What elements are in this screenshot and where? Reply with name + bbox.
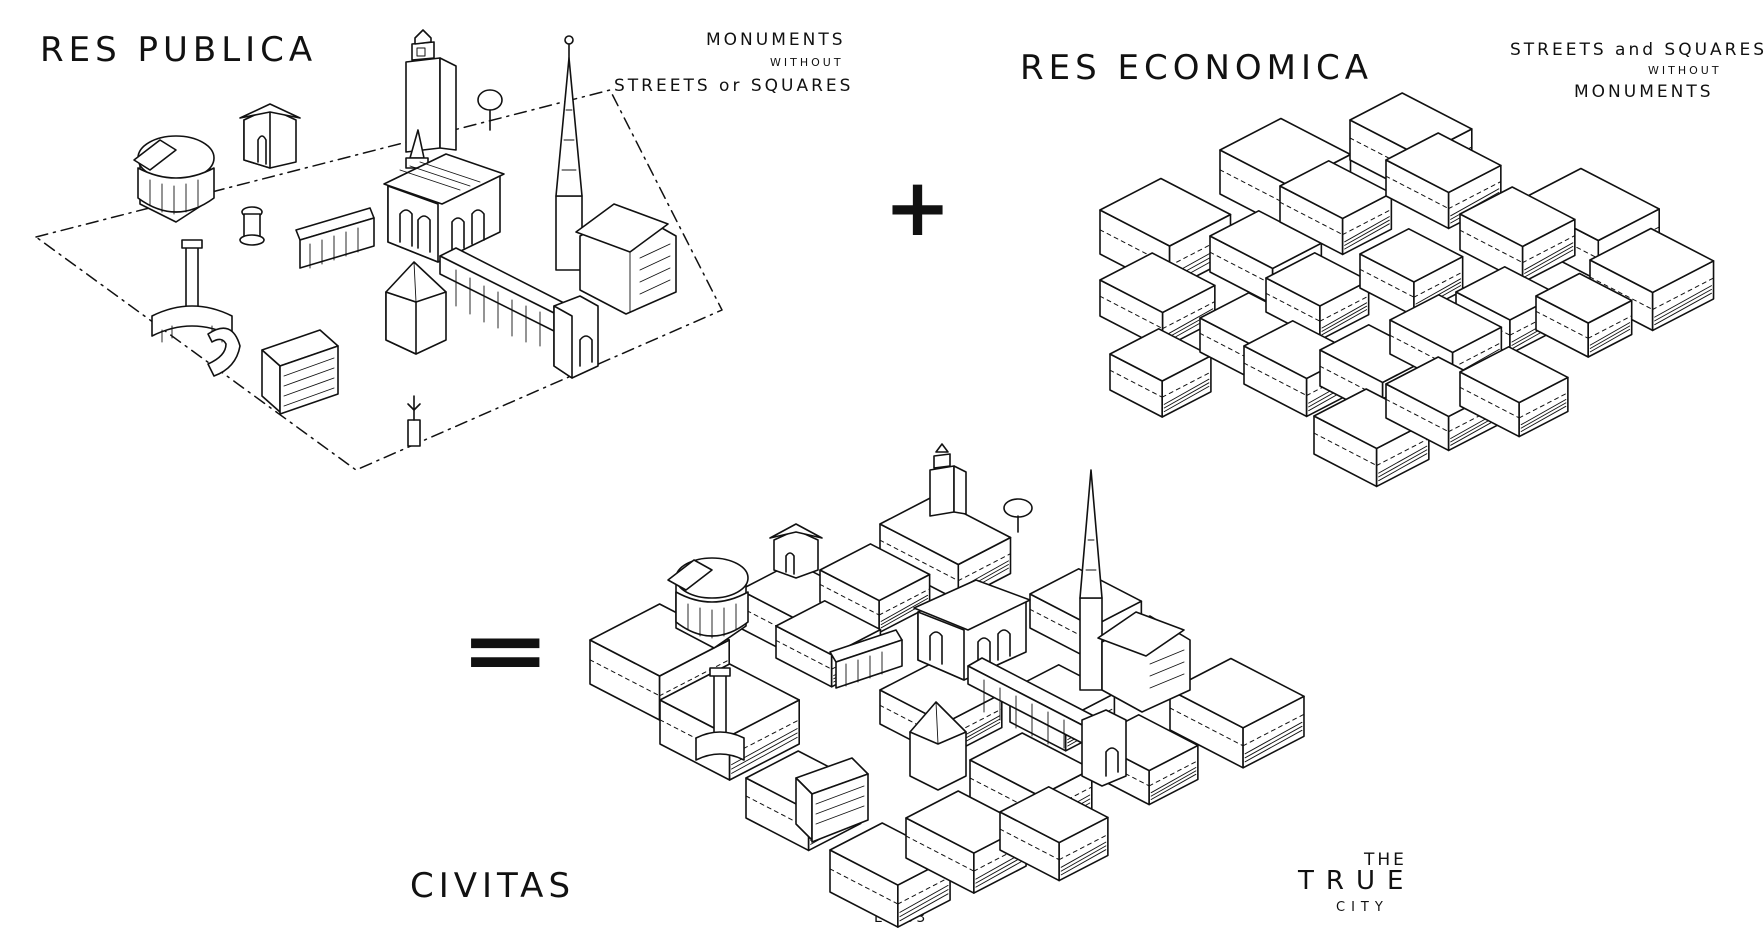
- res-publica-market-hall: [261, 329, 339, 415]
- equals-operator: =: [459, 601, 551, 699]
- res-publica-bell-tower: [405, 29, 457, 153]
- economica-block: [1535, 272, 1633, 358]
- civitas-gate: [1081, 709, 1127, 787]
- res-publica-stoa: [295, 207, 375, 269]
- civitas-stoa: [829, 629, 903, 689]
- civitas-pantheon: [667, 557, 749, 649]
- res-publica-tempietto: [239, 206, 265, 246]
- res-economica-note-line3: MONUMENTS: [1574, 82, 1714, 102]
- res-publica-column: [151, 239, 233, 343]
- res-publica-gate: [553, 295, 599, 379]
- res-economica-title: RES ECONOMICA: [1020, 48, 1374, 88]
- economica-block: [1313, 388, 1430, 488]
- civitas-bell-tower: [929, 443, 967, 517]
- res-publica-pavilion: [385, 261, 447, 355]
- civitas-note-line2: TRUE: [1298, 866, 1416, 896]
- res-publica-note-line2: WITHOUT: [770, 56, 844, 69]
- economica-block: [1459, 345, 1569, 438]
- res-publica-exedra: [207, 327, 241, 377]
- civitas-title: CIVITAS: [410, 866, 576, 906]
- res-publica-small-arch: [239, 103, 301, 169]
- plus-operator: +: [884, 161, 952, 254]
- civitas-block: [659, 663, 801, 781]
- res-economica-note-line2: WITHOUT: [1648, 64, 1722, 77]
- res-publica-aqueduct: [439, 247, 567, 347]
- res-publica-basilica: [383, 153, 505, 263]
- civitas-market-hall: [795, 757, 869, 843]
- res-publica-note-line3: STREETS or SQUARES: [614, 76, 854, 96]
- res-publica-drawing: [35, 29, 723, 471]
- civitas-block: [1169, 657, 1305, 769]
- economica-block: [1109, 327, 1212, 418]
- civitas-pavilion: [909, 701, 967, 791]
- res-publica-pantheon: [133, 135, 215, 223]
- civitas-block: [999, 785, 1109, 882]
- res-publica-statue: [407, 395, 421, 447]
- civitas-basilica: [913, 579, 1031, 681]
- economica-block: [1459, 186, 1576, 284]
- res-publica-title: RES PUBLICA: [40, 30, 318, 70]
- civitas-tree: [1003, 498, 1033, 533]
- economica-block: [1279, 160, 1393, 256]
- res-publica-note-line1: MONUMENTS: [706, 30, 846, 50]
- civitas-spire-church: [1079, 469, 1191, 713]
- civitas-monuments: [667, 443, 1191, 843]
- res-economica-note-line1: STREETS and SQUARES: [1510, 40, 1764, 60]
- civitas-small-arch: [769, 523, 823, 579]
- res-publica-spire-church: [555, 35, 677, 315]
- civitas-block: [829, 822, 951, 928]
- res-publica-tree: [477, 89, 503, 131]
- civitas-note-line3: CITY: [1336, 900, 1389, 915]
- res-economica-drawing: [1099, 92, 1715, 488]
- civitas-note-line1: THE: [1364, 850, 1407, 870]
- economica-block: [1099, 252, 1216, 350]
- civitas-column: [695, 667, 745, 761]
